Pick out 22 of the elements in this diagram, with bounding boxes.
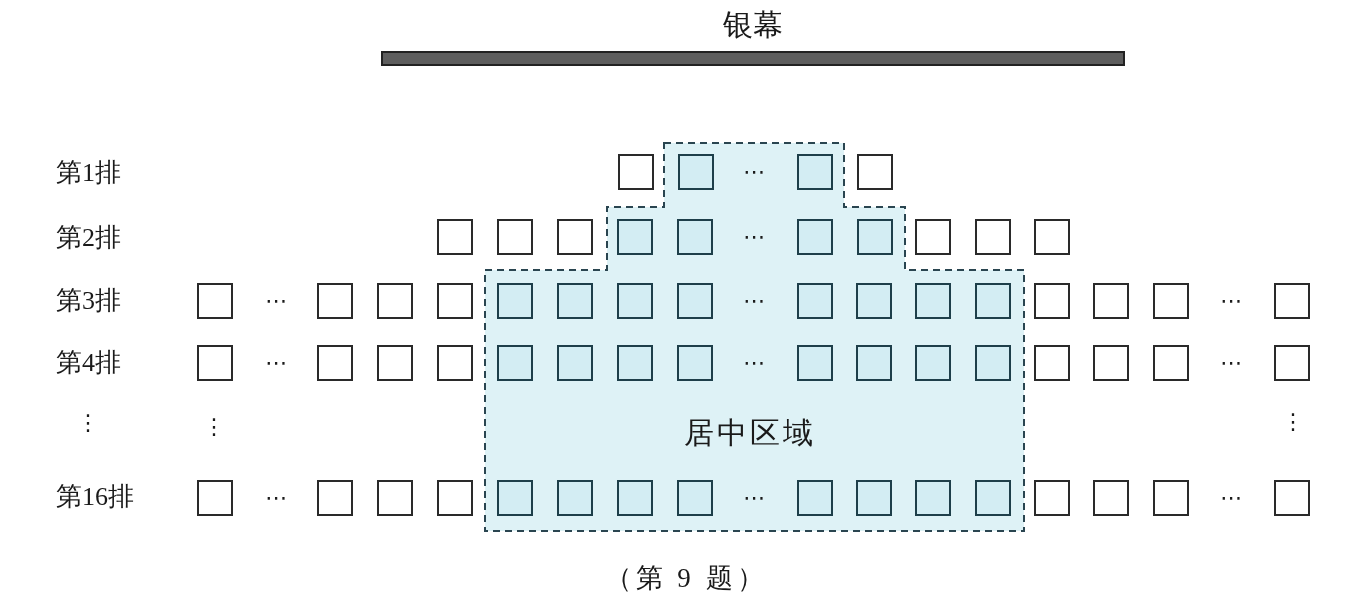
ellipsis-mark: ⋯ <box>265 487 287 509</box>
ellipsis-mark: ⋯ <box>743 352 765 374</box>
row-label: 第3排 <box>56 288 121 314</box>
caption: （第 9 题） <box>604 564 768 592</box>
vertical-ellipsis-mark: ⋮ <box>1282 411 1304 433</box>
screen-label: 银幕 <box>723 10 783 40</box>
row-label: 第1排 <box>56 160 121 186</box>
ellipsis-mark: ⋯ <box>743 226 765 248</box>
ellipsis-mark: ⋯ <box>265 290 287 312</box>
region-label: 居中区域 <box>684 418 816 448</box>
row-label: 第2排 <box>56 225 121 251</box>
vertical-ellipsis-mark: ⋮ <box>203 416 225 438</box>
row-label: 第16排 <box>56 484 134 510</box>
vertical-ellipsis-mark: ⋮ <box>77 412 99 434</box>
ellipsis-mark: ⋯ <box>743 487 765 509</box>
ellipsis-mark: ⋯ <box>743 290 765 312</box>
ellipsis-mark: ⋯ <box>265 352 287 374</box>
ellipsis-mark: ⋯ <box>1220 487 1242 509</box>
row-label: 第4排 <box>56 350 121 376</box>
ellipsis-mark: ⋯ <box>1220 290 1242 312</box>
ellipsis-mark: ⋯ <box>743 161 765 183</box>
ellipsis-mark: ⋯ <box>1220 352 1242 374</box>
